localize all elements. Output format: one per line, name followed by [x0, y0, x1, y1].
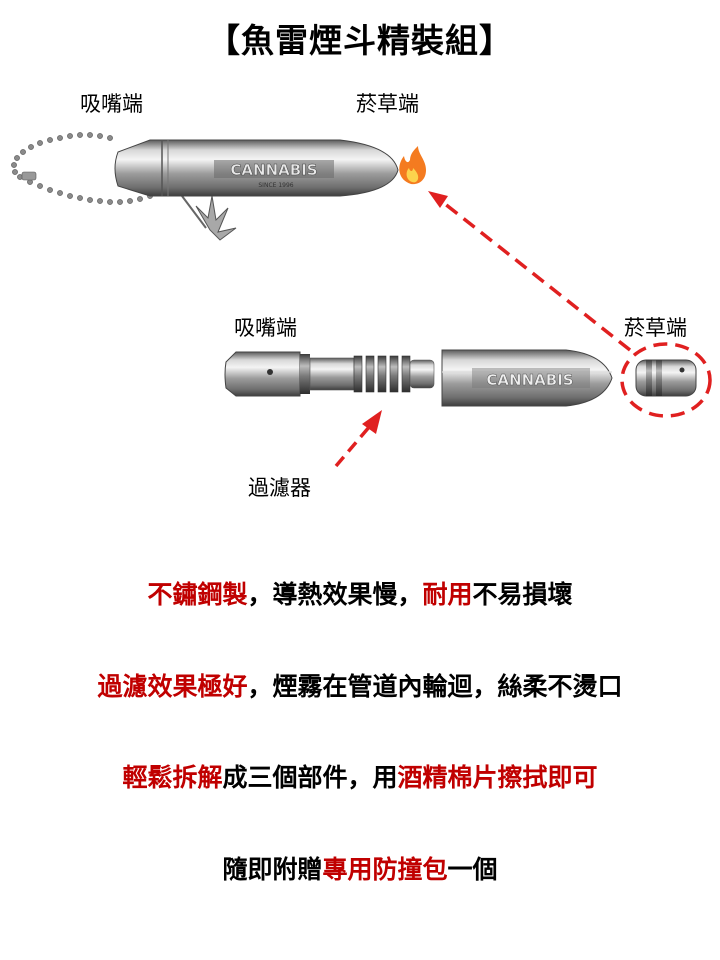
tobacco-cap-part	[635, 359, 697, 397]
feature-4-red-2: 專用防撞包	[322, 855, 448, 884]
feature-line-4: 隨即附贈專用防撞包一個	[0, 850, 720, 886]
feature-3-red-2: 酒精棉片擦拭即可	[397, 763, 598, 792]
feature-2-text-1: ，煙霧在管道內輪迴，絲柔不燙口	[247, 672, 623, 701]
brand-logo-mid: CANNABIS	[486, 371, 573, 389]
pipe-body-part: CANNABIS	[441, 349, 613, 407]
mouth-end-label-top: 吸嘴端	[80, 92, 143, 116]
cap-highlight-circle	[620, 342, 712, 418]
feature-1-red-1: 不鏽鋼製	[147, 580, 248, 609]
feature-1-text-1: ，導熱效果慢，	[247, 580, 423, 609]
arrow-to-flame	[428, 191, 632, 352]
feature-line-1: 不鏽鋼製，導熱效果慢，耐用不易損壞	[0, 575, 720, 611]
brand-logo-top: CANNABIS	[230, 161, 317, 179]
arrow-to-filter	[334, 410, 382, 468]
feature-line-3: 輕鬆拆解成三個部件，用酒精棉片擦拭即可	[0, 758, 720, 794]
leaf-charm	[181, 195, 237, 241]
flame-icon	[399, 146, 426, 185]
feature-1-red-2: 耐用	[422, 580, 473, 609]
mouth-end-label-mid: 吸嘴端	[234, 316, 297, 340]
tobacco-end-label-top: 菸草端	[356, 92, 419, 116]
since-label: SINCE 1996	[258, 182, 293, 189]
pipe-illustration: CANNABIS SINCE 1996 CANNABIS	[11, 132, 712, 468]
feature-2-red-1: 過濾效果極好	[97, 672, 248, 701]
assembled-pipe: CANNABIS SINCE 1996	[114, 139, 399, 197]
filter-label: 過濾器	[248, 476, 311, 500]
page-title: 【魚雷煙斗精裝組】	[207, 21, 513, 60]
feature-3-red-1: 輕鬆拆解	[122, 763, 223, 792]
ball-chain	[11, 132, 163, 205]
feature-1-text-2: 不易損壞	[472, 580, 573, 609]
mouthpiece-filter-part	[224, 351, 435, 397]
feature-4-text-2: 一個	[447, 855, 498, 884]
feature-4-text-1: 隨即附贈	[222, 855, 323, 884]
tobacco-end-label-mid: 菸草端	[624, 316, 687, 340]
feature-3-text-1: 成三個部件，用	[222, 763, 398, 792]
feature-line-2: 過濾效果極好，煙霧在管道內輪迴，絲柔不燙口	[0, 667, 720, 703]
